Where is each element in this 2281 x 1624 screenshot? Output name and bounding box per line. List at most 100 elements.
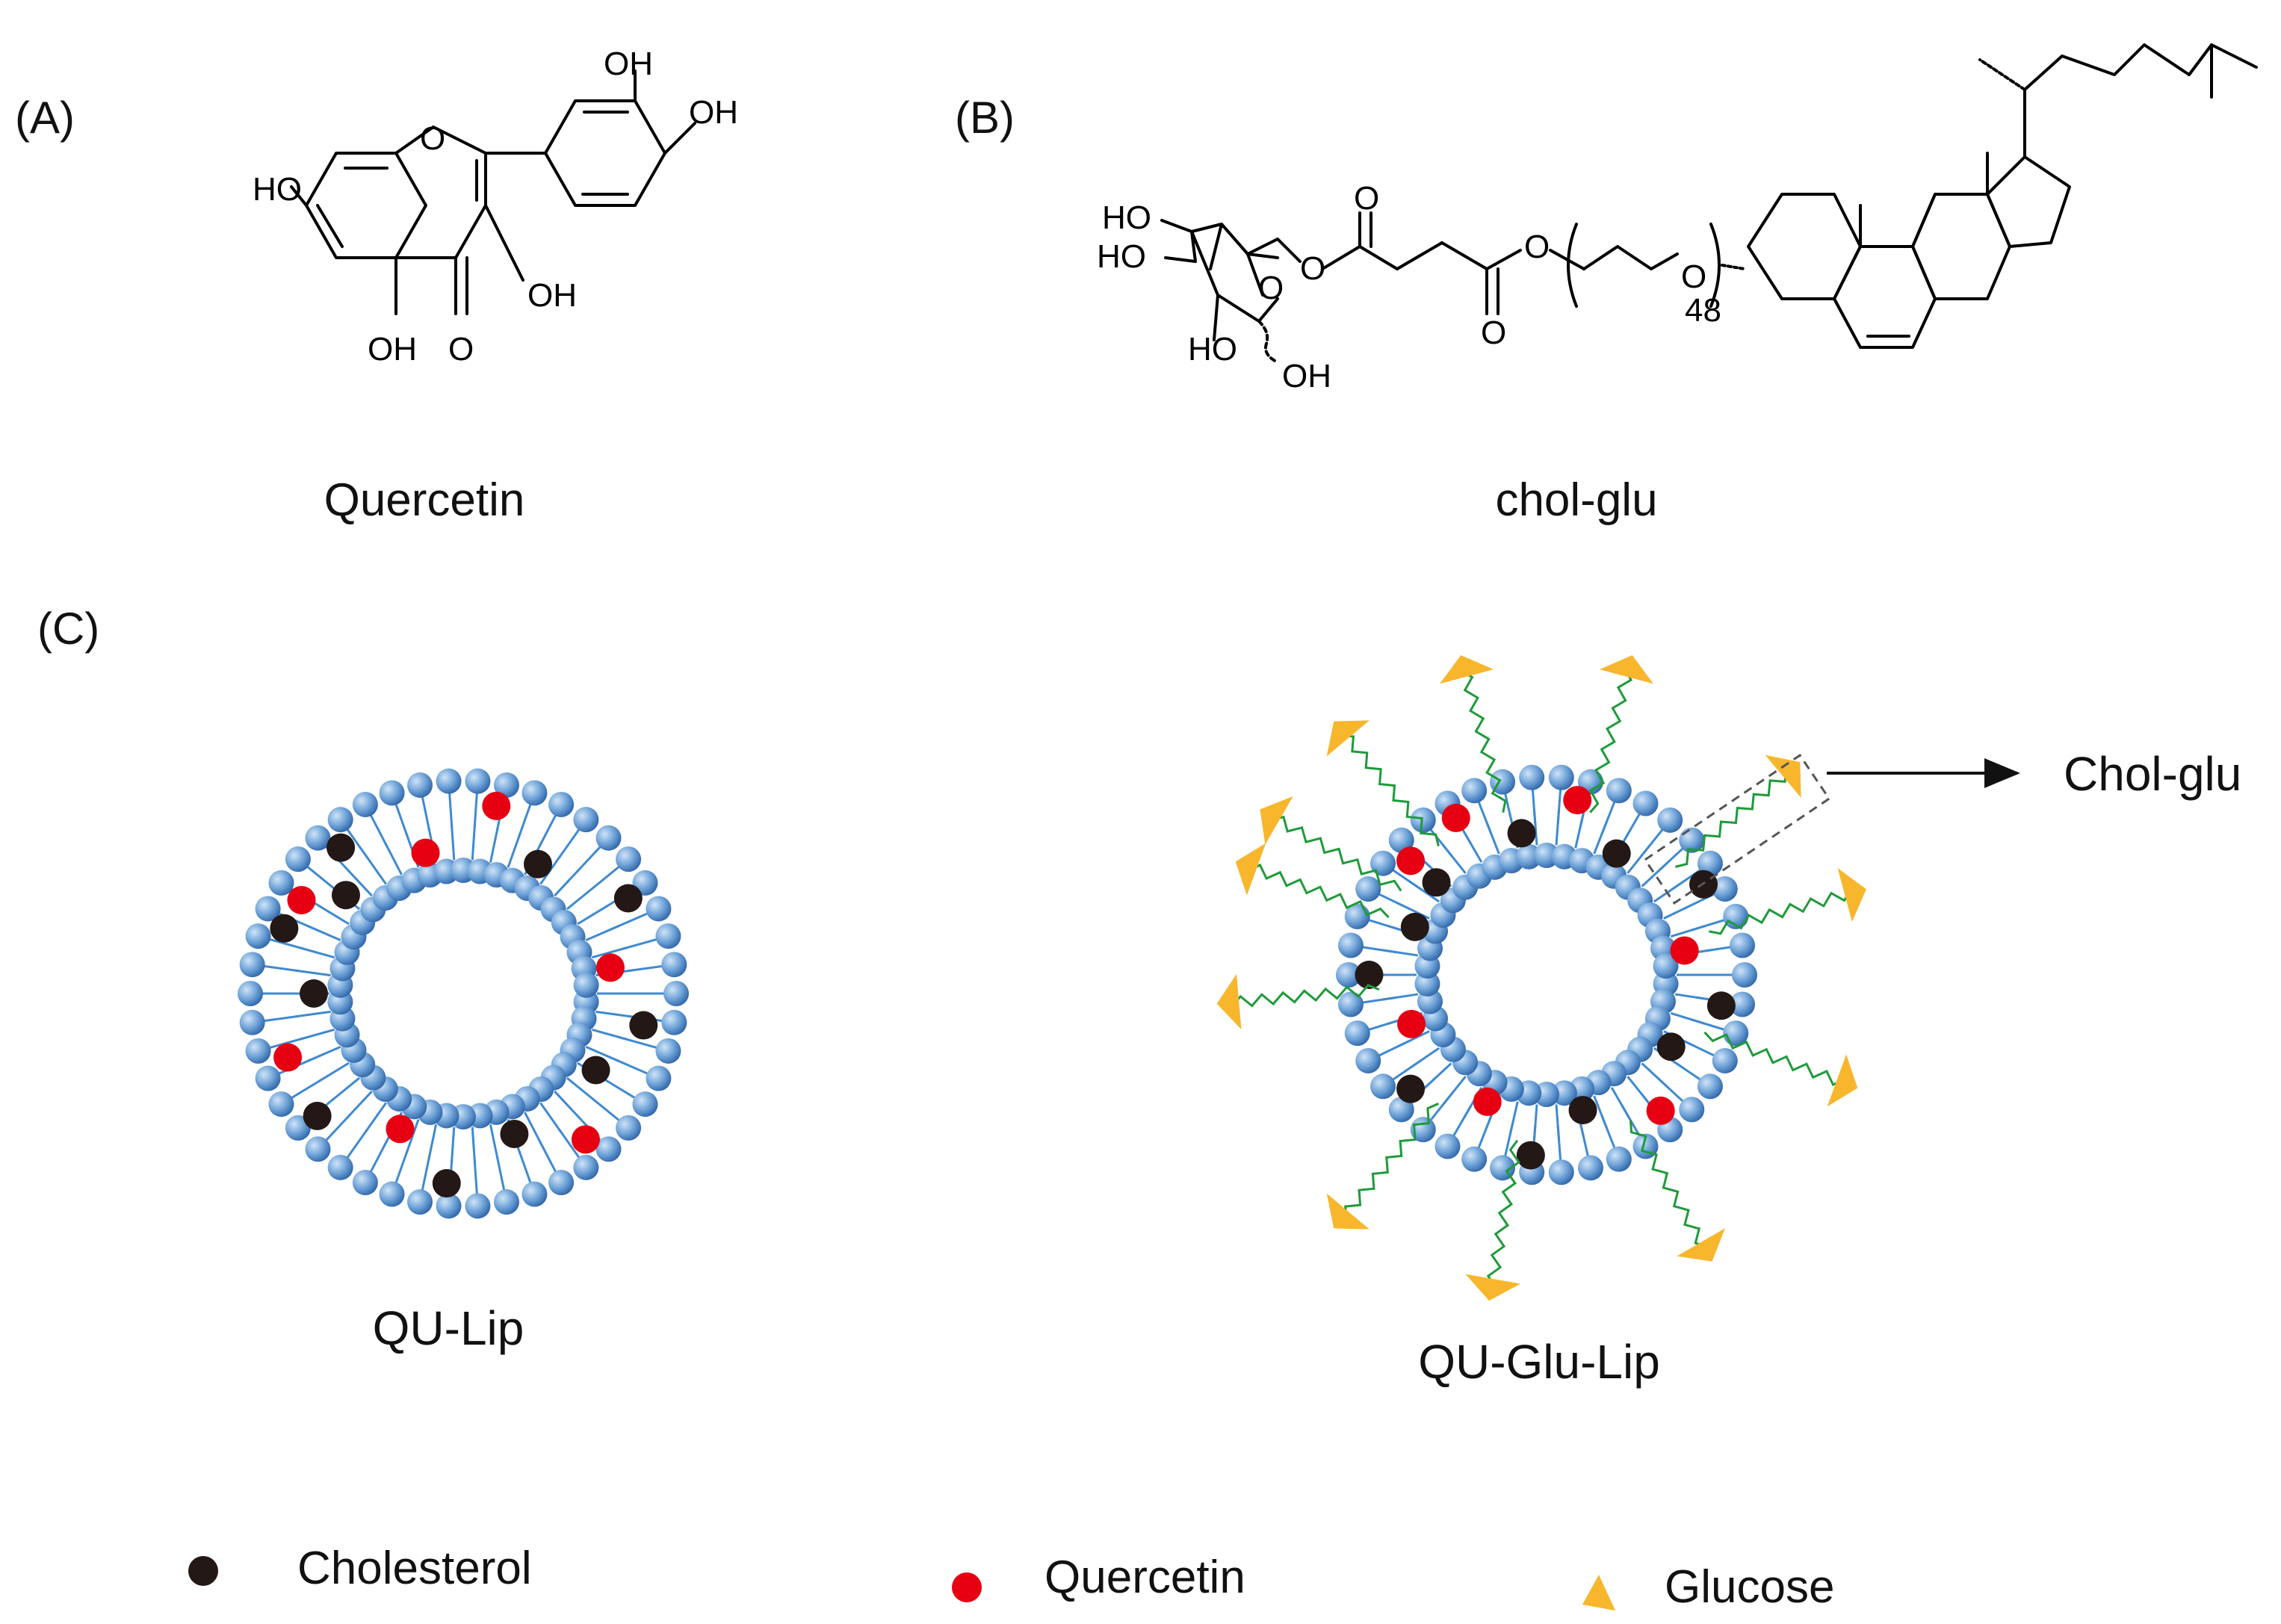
lipid-head — [465, 768, 491, 794]
lipid-head — [493, 772, 519, 798]
lipid-tail — [421, 1156, 431, 1192]
quercetin-molecule — [287, 886, 316, 914]
quercetin-molecule — [411, 838, 440, 867]
lipid-tail — [1653, 880, 1685, 903]
glucose-molecule — [1837, 867, 1866, 923]
quercetin-o-ring: O — [420, 120, 445, 157]
lipid-head — [1577, 1155, 1603, 1181]
lipid-tail — [524, 1112, 542, 1145]
lipid-head — [1632, 790, 1659, 816]
lipid-head — [1355, 876, 1381, 902]
lipid-tail — [307, 1045, 341, 1062]
peg-chain — [1344, 1102, 1439, 1222]
lipid-head — [616, 846, 642, 873]
cholglu-o-ester-2: O — [1524, 229, 1550, 265]
lipid-head — [1653, 953, 1679, 979]
lipid-head — [379, 1181, 405, 1207]
lipid-head — [239, 1009, 265, 1035]
lipid-tail — [294, 969, 331, 977]
lipid-tail — [1508, 1101, 1519, 1137]
quercetin-molecule — [1397, 1009, 1426, 1038]
lipid-head — [1388, 827, 1414, 853]
glucose-molecule — [1326, 1193, 1369, 1230]
lipid-head — [1548, 764, 1574, 790]
lipid-tail — [307, 925, 341, 942]
liposome-targeted-label: QU-Glu-Lip — [1418, 1335, 1660, 1389]
lipid-head — [1712, 876, 1738, 902]
cholesterol-molecule — [1516, 1141, 1545, 1170]
lipid-head — [1370, 1073, 1396, 1100]
quercetin-oh-right: OH — [689, 94, 738, 131]
quercetin-molecule — [1563, 786, 1592, 815]
lipid-head — [1519, 764, 1545, 790]
cholglu-o-ester-1: O — [1300, 250, 1325, 287]
lipid-tail — [405, 1119, 420, 1154]
peg-chain — [1675, 766, 1788, 868]
lipid-tail — [591, 1028, 627, 1041]
lipid-tail — [1674, 993, 1711, 1001]
peg-chain — [1629, 1120, 1710, 1248]
liposome-plain — [238, 768, 689, 1219]
cholesterol-molecule — [270, 914, 299, 943]
quercetin-molecule — [1473, 1087, 1502, 1116]
lipid-tail — [1555, 809, 1561, 846]
lipid-head — [573, 972, 599, 998]
lipid-tail — [1663, 902, 1697, 920]
peg-chain — [1458, 669, 1507, 813]
lipid-tail — [1593, 819, 1609, 855]
lipid-head — [285, 846, 311, 873]
cholglu-ho-2: HO — [1097, 238, 1146, 275]
lipid-tail — [1532, 809, 1538, 846]
lipid-head — [1697, 850, 1723, 876]
lipid-tail — [554, 1090, 581, 1118]
lipid-head — [655, 923, 681, 949]
lipid-tail — [364, 1102, 387, 1133]
lipid-tail — [368, 813, 388, 846]
lipid-head — [1414, 970, 1440, 997]
lipid-head — [1434, 1133, 1461, 1159]
lipid-tail — [1555, 1104, 1561, 1141]
glucose-molecule — [1216, 973, 1242, 1030]
lipid-head — [245, 1038, 271, 1064]
glucose-molecule — [1439, 655, 1494, 684]
lipid-head — [1337, 932, 1364, 958]
lipid-head — [1461, 1146, 1488, 1172]
lipid-tail — [1610, 1086, 1631, 1120]
lipid-tail — [1593, 1095, 1609, 1130]
quercetin-molecule — [571, 1125, 600, 1154]
lipid-tail — [384, 842, 403, 875]
lipid-head — [268, 1091, 294, 1118]
lipid-head — [548, 791, 575, 817]
lipid-tail — [1382, 949, 1419, 957]
legend-glucose-symbol — [1582, 1575, 1615, 1611]
legend-cholesterol-symbol — [188, 1556, 218, 1586]
legend-cholesterol-label: Cholesterol — [297, 1543, 532, 1594]
lipid-tail — [623, 937, 659, 950]
panel-c: (C) QU-Lip QU-Glu-Lip Chol-glu — [37, 604, 2241, 1389]
lipid-tail — [489, 1124, 499, 1160]
lipid-tail — [1462, 830, 1483, 864]
lipid-head — [305, 1136, 331, 1162]
cholesterol-molecule — [1422, 868, 1451, 897]
lipid-head — [493, 1189, 519, 1215]
lipid-head — [632, 1091, 658, 1118]
cholesterol-molecule — [1602, 839, 1631, 868]
lipid-tail — [1442, 844, 1467, 874]
peg-chain — [1486, 1139, 1520, 1289]
lipid-tail — [394, 802, 409, 837]
cholglu-ho-1: HO — [1102, 199, 1151, 236]
lipid-head — [1730, 991, 1756, 1017]
quercetin-oh-top: OH — [604, 46, 653, 82]
lipid-head — [661, 952, 687, 978]
lipid-tail — [368, 1141, 388, 1174]
lipid-tail — [1627, 844, 1651, 874]
lipid-head — [616, 1115, 642, 1141]
cholglu-o-ring: O — [1258, 270, 1284, 306]
lipid-tail — [539, 813, 558, 846]
lipid-head — [352, 791, 378, 817]
lipid-head — [255, 1065, 281, 1091]
liposome-targeted — [1216, 655, 1866, 1301]
quercetin-molecule — [595, 953, 625, 982]
quercetin-molecule — [1646, 1096, 1675, 1125]
